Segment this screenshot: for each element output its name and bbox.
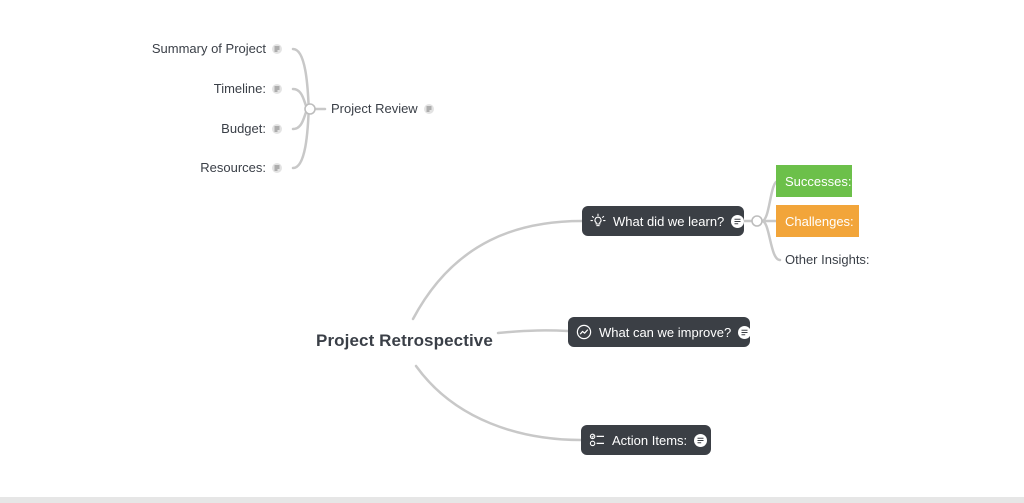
connector-resources (291, 107, 311, 170)
topic-what-can-we-improve[interactable]: What can we improve? (568, 317, 752, 347)
topic-label: Summary of Project (151, 41, 266, 56)
topic-successes[interactable]: Successes: (776, 165, 852, 197)
note-icon[interactable] (272, 124, 282, 134)
note-icon[interactable] (272, 163, 282, 173)
connector-improve (496, 329, 570, 335)
note-icon[interactable] (694, 433, 708, 447)
topic-label: Resources: (200, 160, 266, 175)
canvas-bottom-border (0, 497, 1024, 503)
topic-label: Project Review (331, 101, 418, 116)
topic-project-review[interactable]: Project Review (331, 101, 434, 117)
topic-label: Challenges: (785, 213, 854, 229)
topic-label: Timeline: (213, 81, 266, 96)
learn-hub[interactable] (751, 215, 763, 227)
central-topic[interactable]: Project Retrospective (316, 331, 493, 350)
note-icon[interactable] (731, 214, 745, 228)
lightbulb-icon (590, 213, 606, 229)
note-icon[interactable] (738, 325, 752, 339)
trend-chart-icon (576, 324, 592, 340)
topic-budget[interactable]: Budget: (221, 121, 282, 137)
connector-actions (414, 364, 583, 442)
topic-label: Other Insights: (785, 252, 870, 267)
note-icon[interactable] (272, 84, 282, 94)
note-icon[interactable] (423, 104, 434, 114)
topic-resources[interactable]: Resources: (200, 160, 282, 176)
connector-insights (760, 219, 782, 262)
topic-other-insights[interactable]: Other Insights: (785, 252, 870, 268)
topic-summary-of-project[interactable]: Summary of Project (152, 41, 282, 57)
topic-challenges[interactable]: Challenges: (776, 205, 859, 237)
topic-action-items[interactable]: Action Items: (581, 425, 711, 455)
topic-label: Successes: (785, 173, 852, 189)
topic-label: Budget: (221, 121, 266, 136)
connector-learn (411, 219, 584, 321)
topic-label: What can we improve? (599, 324, 732, 340)
review-hub[interactable] (304, 103, 316, 115)
checklist-icon (589, 432, 605, 448)
topic-what-did-we-learn[interactable]: What did we learn? (582, 206, 745, 236)
topic-label: Action Items: (612, 432, 688, 448)
connector-summary (291, 47, 311, 111)
topic-label: What did we learn? (613, 213, 725, 229)
topic-timeline[interactable]: Timeline: (214, 81, 282, 97)
note-icon[interactable] (272, 44, 282, 54)
